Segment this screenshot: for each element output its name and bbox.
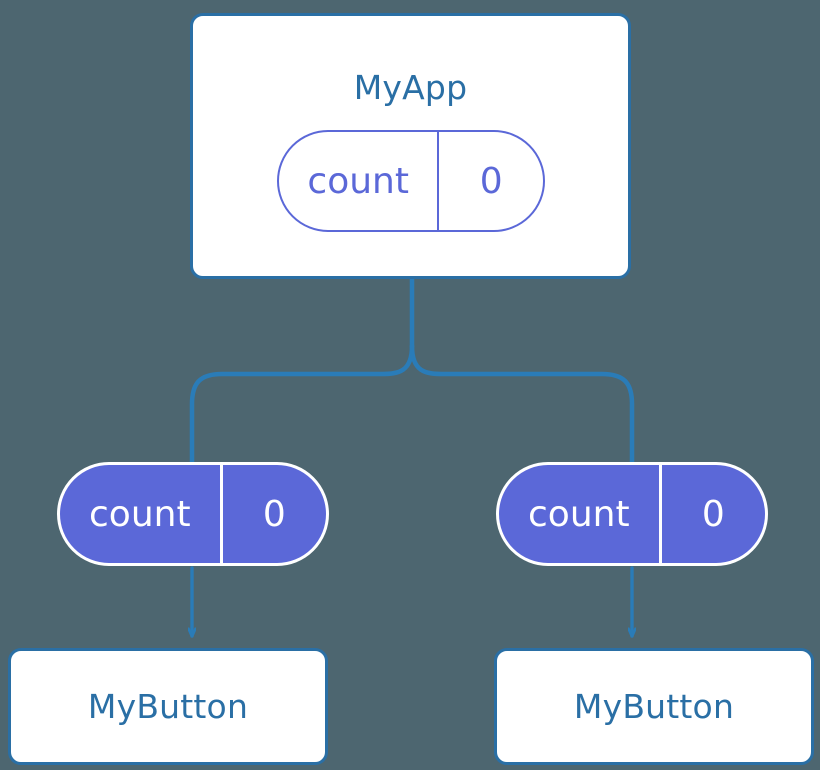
root-state-value: 0 bbox=[437, 132, 543, 230]
root-component-title: MyApp bbox=[353, 68, 468, 107]
leaf-component-card-right[interactable]: MyButton bbox=[494, 648, 814, 765]
leaf-component-title-left: MyButton bbox=[87, 687, 249, 726]
props-value-left: 0 bbox=[219, 465, 326, 563]
leaf-component-card-left[interactable]: MyButton bbox=[8, 648, 328, 765]
root-state-key: count bbox=[307, 160, 409, 202]
leaf-component-title-right: MyButton bbox=[573, 687, 735, 726]
edge-root-to-child-right bbox=[409, 343, 635, 465]
root-state-pill[interactable]: count 0 bbox=[277, 130, 545, 232]
props-key-left: count bbox=[89, 493, 191, 535]
props-key-right: count bbox=[528, 493, 630, 535]
edge-root-to-child-left bbox=[189, 343, 415, 465]
props-value-right: 0 bbox=[658, 465, 765, 563]
props-pill-left[interactable]: count 0 bbox=[57, 462, 329, 566]
props-pill-right[interactable]: count 0 bbox=[496, 462, 768, 566]
